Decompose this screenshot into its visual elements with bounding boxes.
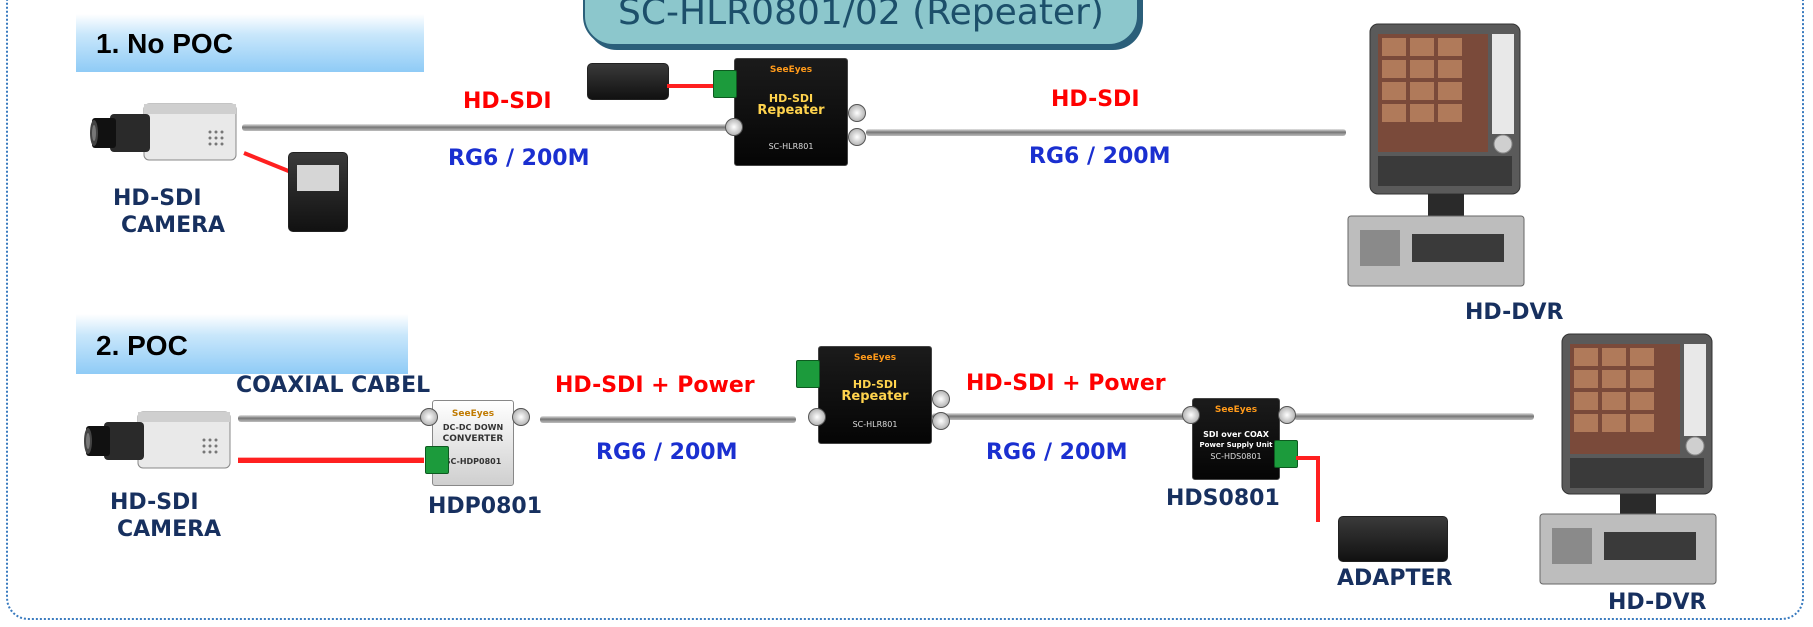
camera-1 (90, 103, 237, 161)
section2-signal-left: HD-SDI + Power (555, 373, 755, 398)
section2-psu-label: HDS0801 (1166, 486, 1280, 511)
repeater2-bnc-out-2 (932, 412, 950, 430)
section2-coax-label: COAXIAL CABEL (236, 373, 431, 398)
section1-camera-label-2: CAMERA (121, 213, 226, 238)
section2-signal-right: HD-SDI + Power (966, 371, 1166, 396)
psu-hds0801: SeeEyes SDI over COAX Power Supply Unit … (1192, 398, 1280, 480)
psu-line1: SDI over COAX (1203, 430, 1269, 439)
converter-hdp0801: SeeEyes DC-DC DOWN CONVERTER SC-HDP0801 (432, 400, 514, 486)
psu-bnc-in (1182, 406, 1200, 424)
psu-bnc-out (1278, 406, 1296, 424)
section1-signal-left: HD-SDI (463, 89, 552, 114)
psu-power-wire-h (1296, 456, 1318, 460)
repeater2-model: SC-HLR801 (852, 420, 898, 429)
repeater2-bnc-out-1 (932, 390, 950, 408)
repeater1-power-supply (587, 63, 669, 100)
section2-band (76, 314, 408, 374)
repeater1-bnc-out-1 (848, 104, 866, 122)
repeater2-brand: SeeEyes (853, 353, 897, 363)
repeater1-line2: Repeater (757, 103, 825, 118)
section2-cable-right-spec: RG6 / 200M (986, 440, 1128, 465)
repeater1-bnc-in (725, 118, 743, 136)
section1-title: 1. No POC (96, 28, 233, 59)
repeater1-brand: SeeEyes (769, 65, 813, 75)
psu-model: SC-HDS0801 (1210, 452, 1262, 461)
section1-signal-right: HD-SDI (1051, 87, 1140, 112)
converter-line2: CONVERTER (442, 434, 504, 444)
repeater-2: SeeEyes HD-SDI Repeater SC-HLR801 (818, 346, 932, 444)
camera-2 (84, 411, 231, 469)
repeater1-terminal (713, 70, 737, 98)
section2-adapter-label: ADAPTER (1337, 566, 1453, 591)
section1-cable-left (242, 124, 732, 131)
dvr-2 (1539, 333, 1717, 585)
psu-terminal (1274, 440, 1298, 468)
repeater1-bnc-out-2 (848, 128, 866, 146)
repeater1-line1: HD-SDI (768, 92, 814, 105)
repeater2-bnc-in (808, 408, 826, 426)
psu-brand: SeeEyes (1214, 405, 1258, 415)
converter-model: SC-HDP0801 (444, 457, 502, 466)
section2-cable-left (540, 416, 796, 423)
section2-cable-dvr (1294, 413, 1534, 420)
converter-bnc-out (512, 408, 530, 426)
section2-power-wire (238, 457, 424, 463)
section2-adapter (1338, 516, 1448, 562)
repeater2-terminal (796, 360, 820, 388)
section2-cable-left-spec: RG6 / 200M (596, 440, 738, 465)
section2-converter-label: HDP0801 (428, 494, 543, 519)
converter-line1: DC-DC DOWN (442, 423, 504, 432)
psu-line2: Power Supply Unit (1199, 441, 1273, 449)
converter-brand: SeeEyes (451, 409, 495, 419)
repeater1-model: SC-HLR801 (768, 142, 814, 151)
repeater2-line1: HD-SDI (852, 378, 898, 391)
section2-cable-right (932, 413, 1186, 420)
section2-dvr-label: HD-DVR (1608, 590, 1707, 615)
section1-cable-left-spec: RG6 / 200M (448, 146, 590, 171)
section1-cable-right (866, 129, 1346, 136)
section2-title: 2. POC (96, 330, 188, 361)
section1-camera-label-1: HD-SDI (113, 186, 202, 211)
converter-terminal (425, 446, 449, 474)
camera1-power-adapter (288, 152, 348, 232)
repeater-1: SeeEyes HD-SDI Repeater SC-HLR801 (734, 58, 848, 166)
section1-cable-right-spec: RG6 / 200M (1029, 144, 1171, 169)
repeater1-power-wire (667, 84, 719, 88)
section2-camera-label-1: HD-SDI (110, 490, 199, 515)
section2-camera-label-2: CAMERA (117, 517, 222, 542)
repeater2-line2: Repeater (841, 389, 909, 404)
diagram-title: SC-HLR0801/02 (Repeater) (618, 0, 1104, 33)
diagram-frame (6, 0, 1804, 620)
title-banner (583, 0, 1139, 46)
section2-coax-top (238, 415, 424, 422)
section1-band (76, 14, 424, 72)
psu-power-wire-v (1316, 456, 1320, 522)
converter-bnc-in (420, 408, 438, 426)
section1-dvr-label: HD-DVR (1465, 300, 1564, 325)
dvr-1 (1347, 23, 1525, 287)
